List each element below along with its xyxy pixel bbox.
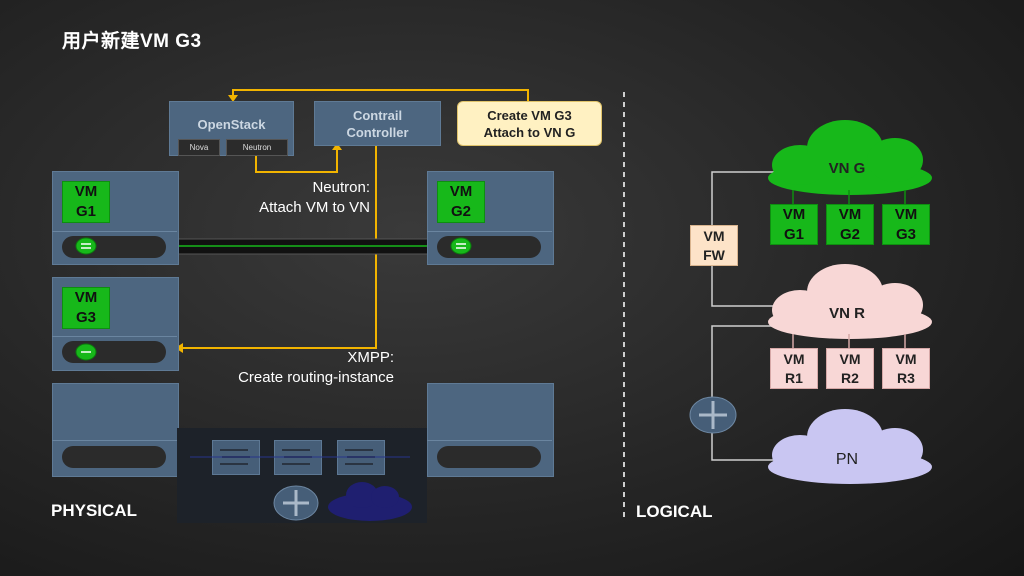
server-3-divider <box>52 336 177 337</box>
logical-vm-g2[interactable]: VM G2 <box>826 204 874 245</box>
logical-vm-g1[interactable]: VM G1 <box>770 204 818 245</box>
server-2-nic-icon <box>450 237 472 255</box>
logical-label: LOGICAL <box>636 502 713 521</box>
xmpp-note: XMPP: Create routing-instance <box>238 349 394 386</box>
server-5-nic <box>437 446 541 468</box>
vn-r-to-router-link <box>711 325 790 398</box>
vm-g1[interactable]: VM G1 <box>62 181 110 223</box>
xmpp-arrow <box>182 144 377 349</box>
nova-box[interactable]: Nova <box>178 139 220 156</box>
logical-vm-fw[interactable]: VM FW <box>690 225 738 266</box>
xmpp-arrowhead <box>175 343 183 353</box>
page-title: 用户新建VM G3 <box>62 31 202 52</box>
physical-label: PHYSICAL <box>51 501 137 520</box>
fabric-router-icon <box>273 485 319 521</box>
server-5-divider <box>427 440 552 441</box>
logical-router-icon <box>689 396 737 434</box>
server-3-nic-icon <box>75 343 97 361</box>
vn-r-vm-links <box>792 334 906 348</box>
vn-g-label: VN G <box>828 160 866 177</box>
openstack-title: OpenStack <box>197 117 266 132</box>
openstack-arrowhead <box>228 95 238 102</box>
vn-r-label: VN R <box>829 305 865 322</box>
pn-cloud-icon <box>768 409 932 484</box>
fw-to-vn-r-link <box>711 262 790 307</box>
server-4-nic <box>62 446 166 468</box>
logical-vm-r2[interactable]: VM R2 <box>826 348 874 389</box>
logical-vm-r1[interactable]: VM R1 <box>770 348 818 389</box>
vn-g-cloud-icon <box>768 120 932 195</box>
contrail-controller-box[interactable]: Contrail Controller <box>314 101 441 146</box>
vm-g3[interactable]: VM G3 <box>62 287 110 329</box>
vm-g2[interactable]: VM G2 <box>437 181 485 223</box>
neutron-to-contrail-arrow <box>255 148 338 173</box>
neutron-box[interactable]: Neutron <box>226 139 288 156</box>
fw-to-vn-g-link <box>711 171 790 226</box>
server-2-divider <box>427 231 552 232</box>
contrail-arrowhead <box>332 143 342 150</box>
logical-vm-r3[interactable]: VM R3 <box>882 348 930 389</box>
vn-r-cloud-icon <box>768 264 932 339</box>
neutron-note: Neutron: Attach VM to VN <box>259 179 370 216</box>
router-to-pn-link <box>711 432 790 461</box>
server-1-divider <box>52 231 177 232</box>
server-1-nic-icon <box>75 237 97 255</box>
logical-vm-g3[interactable]: VM G3 <box>882 204 930 245</box>
vn-g-vm-links <box>792 190 906 204</box>
create-vm-box[interactable]: Create VM G3 Attach to VN G <box>457 101 602 146</box>
pn-label: PN <box>835 451 859 468</box>
server-4-divider <box>52 440 177 441</box>
create-to-openstack-arrow <box>232 89 529 101</box>
fabric-cloud-icon <box>328 482 412 521</box>
